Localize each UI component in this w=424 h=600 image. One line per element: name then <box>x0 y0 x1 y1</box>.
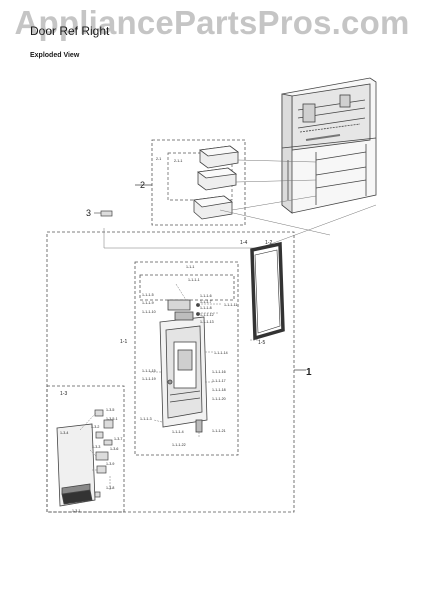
callout-hinge-cover: 3 <box>86 208 91 218</box>
part-label: 1-3-5 <box>106 408 114 412</box>
part-label: 1-3-8 <box>106 486 114 490</box>
part-label: 1-1-1-10 <box>142 310 156 314</box>
door-liner <box>159 299 208 433</box>
leader-lines-door-parts <box>150 283 260 438</box>
page-title: Door Ref Right <box>30 24 110 38</box>
part-label: 1-1-1-20 <box>212 397 226 401</box>
door-subassembly-box <box>134 261 239 456</box>
leader-lines-basket <box>231 159 317 211</box>
part-label: 1-3-9 <box>106 462 114 466</box>
part-label: 1-1-1-4 <box>172 430 184 434</box>
callout-basket-set: 2 <box>140 180 145 190</box>
part-label: 1-1-1-16 <box>212 370 226 374</box>
part-label: 1-1-1-15 <box>142 369 156 373</box>
part-labels: 2-1 2-1-1 1-1-1 1-1-1-1 1-1-1-5 1-1-1-6 … <box>60 157 237 513</box>
callout-main-sub-4: 1-4 <box>240 240 247 246</box>
callout-main-sub-2: 1-2 <box>265 240 272 246</box>
part-label: 1-1-1-13 <box>200 320 214 324</box>
dispenser-cover <box>56 423 96 507</box>
part-label: 1-1-1-22 <box>172 443 186 447</box>
part-label: 2-1 <box>156 157 161 161</box>
refrigerator-cabinet <box>281 77 377 214</box>
part-label: 1-1-1-1 <box>188 278 200 282</box>
part-label: 1-1-1-5 <box>142 293 154 297</box>
callout-labels: 1 2 3 1-1 1-2 1-4 1-5 1-3 <box>60 180 312 397</box>
callout-dispenser-group: 1-3 <box>60 391 67 397</box>
part-label: 1-1-1-21 <box>212 429 226 433</box>
part-label: 1-3-7 <box>114 437 122 441</box>
part-label: 1-1-1-14 <box>214 351 228 355</box>
part-label: 2-1-1 <box>174 159 182 163</box>
dispenser-parts <box>94 409 114 498</box>
part-label: 1-1-1-19 <box>142 377 156 381</box>
part-label: 1-1-1-7 <box>200 300 212 304</box>
callout-main-sub-5: 1-5 <box>258 340 265 346</box>
part-label: 1-3-2 <box>91 425 99 429</box>
part-label: 1-3-5-1 <box>106 417 118 421</box>
leader-lines-door <box>103 204 377 249</box>
part-label: 1-1-1-9 <box>142 301 154 305</box>
part-label: 1-1-1-11 <box>224 303 237 307</box>
door-basket <box>193 145 240 220</box>
hinge-cover-part <box>94 210 113 217</box>
part-label: 1-1-1-12 <box>200 313 214 317</box>
part-label: 1-3-6 <box>110 447 118 451</box>
part-label: 1-3-1 <box>72 509 80 513</box>
main-assembly-box <box>46 231 306 513</box>
part-label: 1-1-1-6 <box>200 294 212 298</box>
dispenser-group-box <box>46 385 125 513</box>
watermark: AppliancePartsPros.com <box>14 4 410 41</box>
part-label: 1-1-1 <box>186 265 194 269</box>
part-label: 1-1-1-18 <box>212 388 226 392</box>
part-label: 1-1-1-17 <box>212 379 226 383</box>
part-label: 1-3-4 <box>60 431 68 435</box>
part-label: 1-1-1-3 <box>140 417 152 421</box>
door-gasket <box>250 241 285 341</box>
callout-main-assembly: 1 <box>306 367 312 378</box>
part-label: 1-1-1-8 <box>200 306 212 310</box>
page-subtitle: Exploded View <box>30 52 80 59</box>
leader-lines-dispenser <box>79 412 111 490</box>
callout-main-sub-1: 1-1 <box>120 339 127 345</box>
part-label: 1-3-3 <box>92 445 100 449</box>
